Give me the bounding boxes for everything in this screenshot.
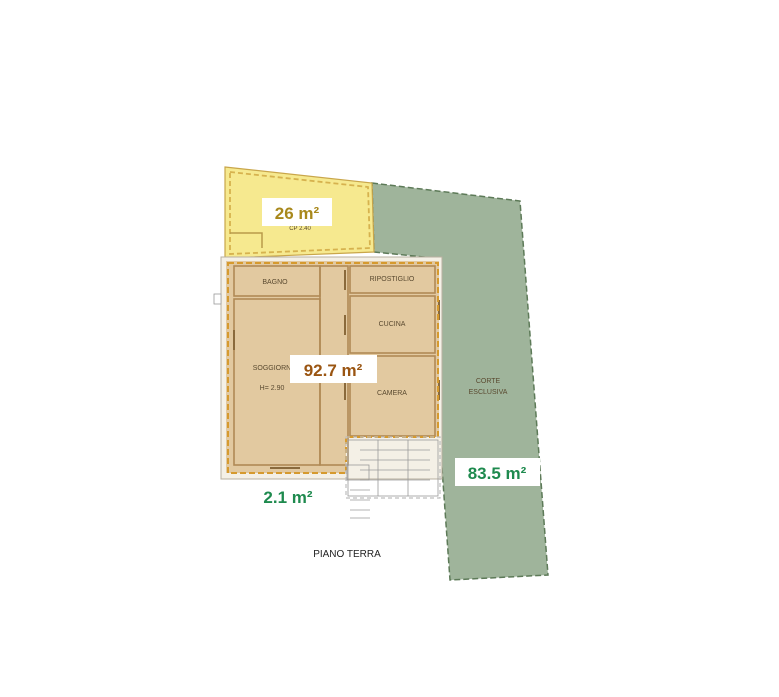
room-label-camera: CAMERA [377,390,407,397]
room-label-soggiorno: SOGGIORN [253,365,292,372]
room-label-soggiorno-height: H= 2.90 [260,385,285,392]
svg-text:26 m²: 26 m² [275,204,320,223]
yellow-zone-partition [230,232,263,248]
area-badge-yellow: 26 m² [262,198,332,226]
building-step [213,293,222,305]
room-label-cucina: CUCINA [379,321,406,328]
area-badge-main: 92.7 m² [290,355,377,383]
stairs [346,439,439,519]
entry-area-outline [345,436,441,499]
room-label-ripostiglio: RIPOSTIGLIO [370,276,415,283]
yellow-zone-note: CP 2.40 [289,226,311,232]
area-badge-entry: 2.1 m² [253,484,323,510]
room-label-corte-2: ESCLUSIVA [469,389,508,396]
svg-text:83.5 m²: 83.5 m² [468,464,527,483]
main-living-zone [226,261,439,437]
main-area-outline [227,262,439,474]
svg-text:92.7 m²: 92.7 m² [304,361,363,380]
area-badge-garden: 83.5 m² [455,458,540,486]
room-label-bagno: BAGNO [262,279,288,286]
room-label-corte-1: CORTE [476,378,501,385]
plan-title: PIANO TERRA [313,549,381,560]
yellow-zone-inner-border [229,170,371,255]
svg-text:2.1 m²: 2.1 m² [263,488,312,507]
